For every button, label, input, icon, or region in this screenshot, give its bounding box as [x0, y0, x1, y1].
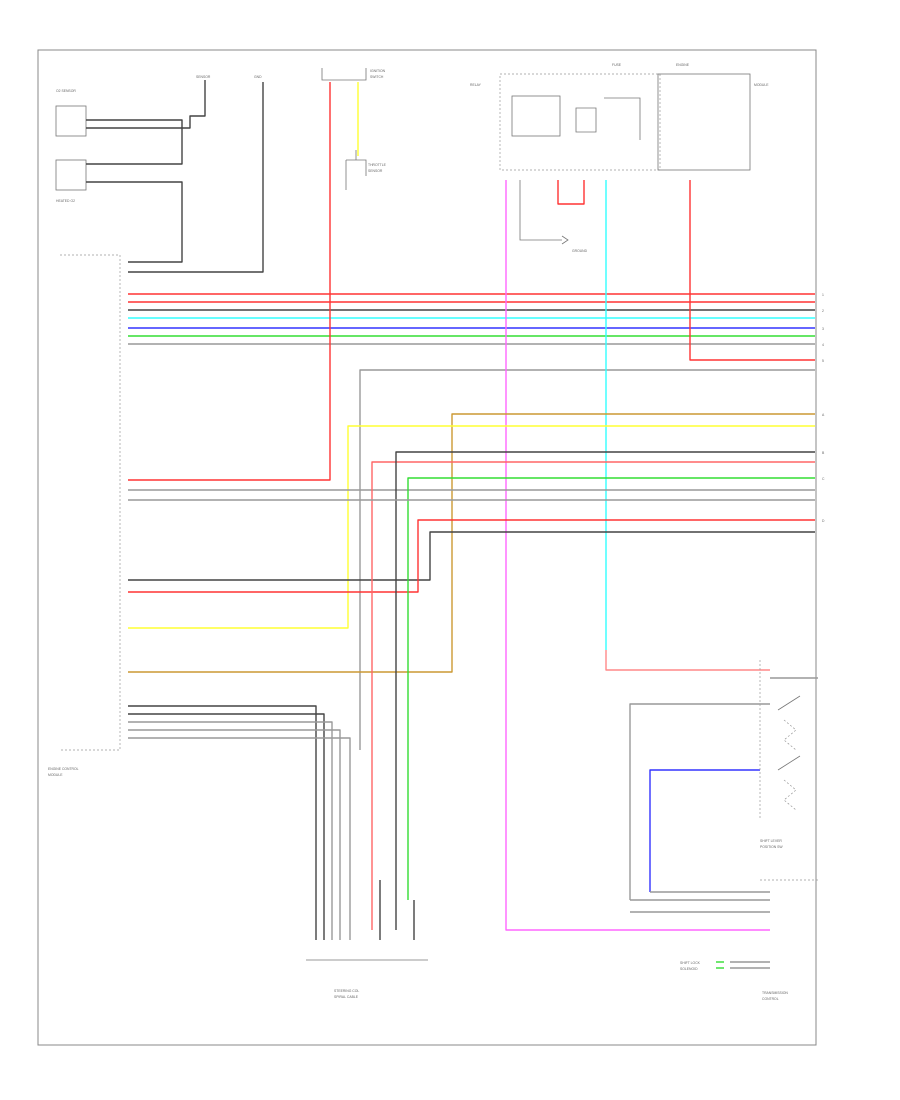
wire-black-3: [395, 451, 815, 930]
svg-text:GROUND: GROUND: [572, 249, 588, 253]
svg-text:SENSOR: SENSOR: [196, 75, 211, 79]
right-terminal-marks: 1 2 3 4 5 A B C D: [822, 293, 825, 523]
ground-symbol: GROUND: [519, 180, 588, 253]
svg-text:GND: GND: [254, 75, 262, 79]
wire-o2-4: [128, 82, 264, 273]
svg-text:2: 2: [822, 309, 824, 313]
wire-bus-red-3: [689, 180, 815, 361]
wire-harness-1: [128, 705, 317, 940]
svg-text:A: A: [822, 413, 825, 417]
svg-text:B: B: [822, 451, 825, 455]
engine-module: ENGINE MODULE: [657, 63, 769, 171]
svg-text:SENSOR: SENSOR: [368, 169, 383, 173]
wire-red-top: [557, 180, 585, 205]
shift-switch: SHIFT LEVER POSITION SW: [759, 660, 801, 849]
svg-text:SHIFT LEVER: SHIFT LEVER: [760, 839, 782, 843]
svg-text:SWITCH: SWITCH: [370, 75, 384, 79]
wire-harness-6: [379, 880, 415, 940]
wire-bus-gray-2: [359, 369, 815, 750]
wire-yellow-2: [128, 425, 815, 629]
relay-block: RELAY FUSE: [470, 63, 661, 171]
svg-text:HEATED O2: HEATED O2: [56, 199, 75, 203]
wire-harness-5: [128, 737, 351, 940]
svg-text:STEERING COL: STEERING COL: [334, 989, 359, 993]
svg-text:MODULE: MODULE: [48, 773, 63, 777]
svg-text:IGNITION: IGNITION: [370, 69, 386, 73]
wire-green-2: [407, 477, 815, 900]
svg-text:RELAY: RELAY: [470, 83, 482, 87]
svg-text:TRANSMISSION: TRANSMISSION: [762, 991, 788, 995]
wire-o2-2: [86, 80, 206, 129]
wire-red-4: [371, 461, 815, 930]
wire-o2-1: [86, 119, 183, 165]
svg-text:SPIRAL CABLE: SPIRAL CABLE: [334, 995, 359, 999]
steering-connector: STEERING COL SPIRAL CABLE: [306, 959, 428, 999]
svg-text:POSITION SW: POSITION SW: [760, 845, 783, 849]
svg-text:MODULE: MODULE: [754, 83, 769, 87]
wire-red-2: [128, 519, 815, 593]
wire-harness-4: [128, 729, 341, 940]
svg-text:SOLENOID: SOLENOID: [680, 967, 698, 971]
svg-text:D: D: [822, 519, 825, 523]
o2-sensor-1: O2 SENSOR: [55, 89, 87, 137]
o2-sensor-2: HEATED O2: [55, 159, 87, 203]
svg-text:CONTROL: CONTROL: [762, 997, 779, 1001]
svg-text:5: 5: [822, 359, 824, 363]
throttle-sensor: THROTTLE SENSOR: [345, 150, 387, 190]
legend-bottom-right: SHIFT LOCK SOLENOID: [680, 961, 770, 971]
ignition-switch: IGNITION SWITCH: [321, 68, 386, 81]
svg-text:SHIFT LOCK: SHIFT LOCK: [680, 961, 701, 965]
wire-pink-shift: [605, 650, 770, 671]
wire-o2-3: [86, 181, 183, 263]
wire-red-ign: [128, 82, 331, 481]
wire-gray-shift-2: [629, 703, 770, 900]
svg-text:THROTTLE: THROTTLE: [368, 163, 387, 167]
wire-pink-vertical: [505, 180, 770, 931]
diagram-frame: [37, 49, 817, 1046]
svg-text:1: 1: [822, 293, 824, 297]
wire-harness-2: [128, 713, 325, 940]
ecm-module: ENGINE CONTROL MODULE: [48, 254, 121, 777]
transmission-connector: TRANSMISSION CONTROL: [760, 879, 818, 1001]
svg-text:FUSE: FUSE: [612, 63, 622, 67]
svg-text:C: C: [822, 477, 825, 481]
wire-orange-2: [128, 413, 815, 673]
svg-text:O2 SENSOR: O2 SENSOR: [56, 89, 76, 93]
svg-text:4: 4: [822, 343, 824, 347]
wire-black-2: [128, 531, 815, 581]
svg-text:ENGINE: ENGINE: [676, 63, 690, 67]
svg-text:3: 3: [822, 327, 824, 331]
wire-harness-3: [128, 721, 333, 940]
wire-blue-shift: [649, 769, 760, 892]
svg-text:ENGINE CONTROL: ENGINE CONTROL: [48, 767, 79, 771]
